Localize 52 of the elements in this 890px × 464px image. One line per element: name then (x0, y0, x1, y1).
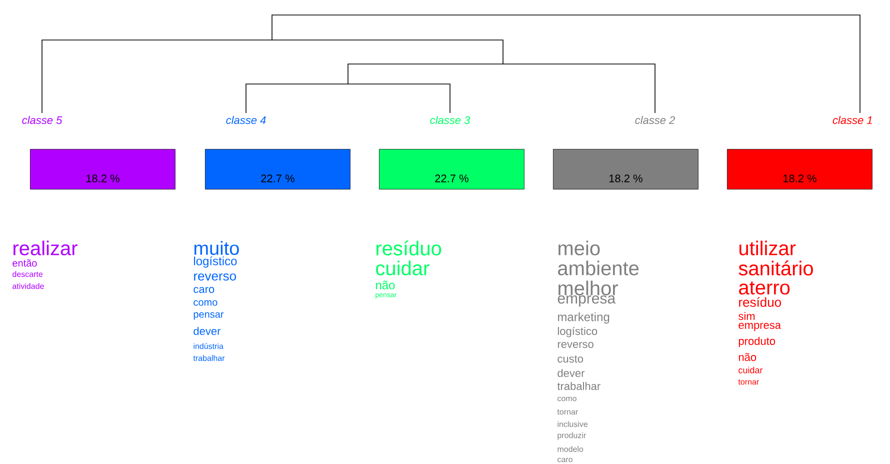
keyword: descarte (12, 271, 43, 277)
keyword: trabalhar (557, 382, 600, 390)
keyword: produto (738, 336, 776, 348)
keyword: logístico (558, 326, 598, 338)
keyword: utilizar (740, 240, 796, 256)
class-box: 18.2 % (727, 149, 872, 190)
keyword: não (738, 353, 756, 361)
keyword: dever (558, 368, 585, 378)
keyword: meio (558, 240, 600, 256)
class-box: 22.7 % (205, 149, 350, 190)
class-label: classe 1 (832, 116, 872, 124)
keyword: tornar (738, 379, 759, 385)
keyword: caro (558, 458, 572, 462)
keyword: atividade (12, 283, 44, 289)
keyword: marketing (558, 312, 610, 324)
keyword: realizar (14, 240, 78, 256)
class-label: classe 3 (430, 116, 470, 124)
keyword: aterro (739, 281, 790, 295)
keyword: muito (194, 241, 239, 255)
keyword: reverso (558, 342, 594, 348)
keyword: produzir (558, 432, 586, 440)
keyword: cuidar (738, 366, 763, 374)
keyword: modelo (558, 446, 584, 452)
keyword: como (194, 300, 218, 306)
keyword: tornar (557, 409, 578, 415)
class-box: 18.2 % (553, 149, 698, 190)
class-label: classe 5 (22, 116, 62, 124)
keyword: inclusive (558, 421, 588, 427)
keyword: resíduo (739, 297, 782, 307)
keyword: sanitário (738, 260, 813, 276)
class-box: 22.7 % (379, 149, 524, 190)
keyword: como (558, 396, 576, 402)
keyword: pensar (194, 312, 224, 320)
keyword: dever (194, 326, 221, 336)
class-label: classe 4 (226, 116, 266, 124)
keyword: ambiente (558, 260, 639, 276)
keyword: reverso (194, 273, 236, 281)
keyword: resíduo (376, 240, 442, 256)
keyword: empresa (738, 322, 781, 332)
keyword: empresa (558, 295, 616, 307)
keyword: não (376, 280, 395, 290)
keyword: então (12, 259, 37, 267)
keyword: cuidar (376, 260, 430, 276)
keyword: trabalhar (193, 355, 225, 361)
keyword: custo (558, 355, 584, 363)
keyword: caro (194, 287, 214, 294)
keyword: indústria (194, 343, 224, 349)
keyword: sim (738, 312, 755, 320)
keyword: logístico (194, 256, 237, 268)
keyword: melhor (558, 280, 618, 296)
class-box: 18.2 % (30, 149, 176, 190)
class-label: classe 2 (635, 116, 676, 124)
